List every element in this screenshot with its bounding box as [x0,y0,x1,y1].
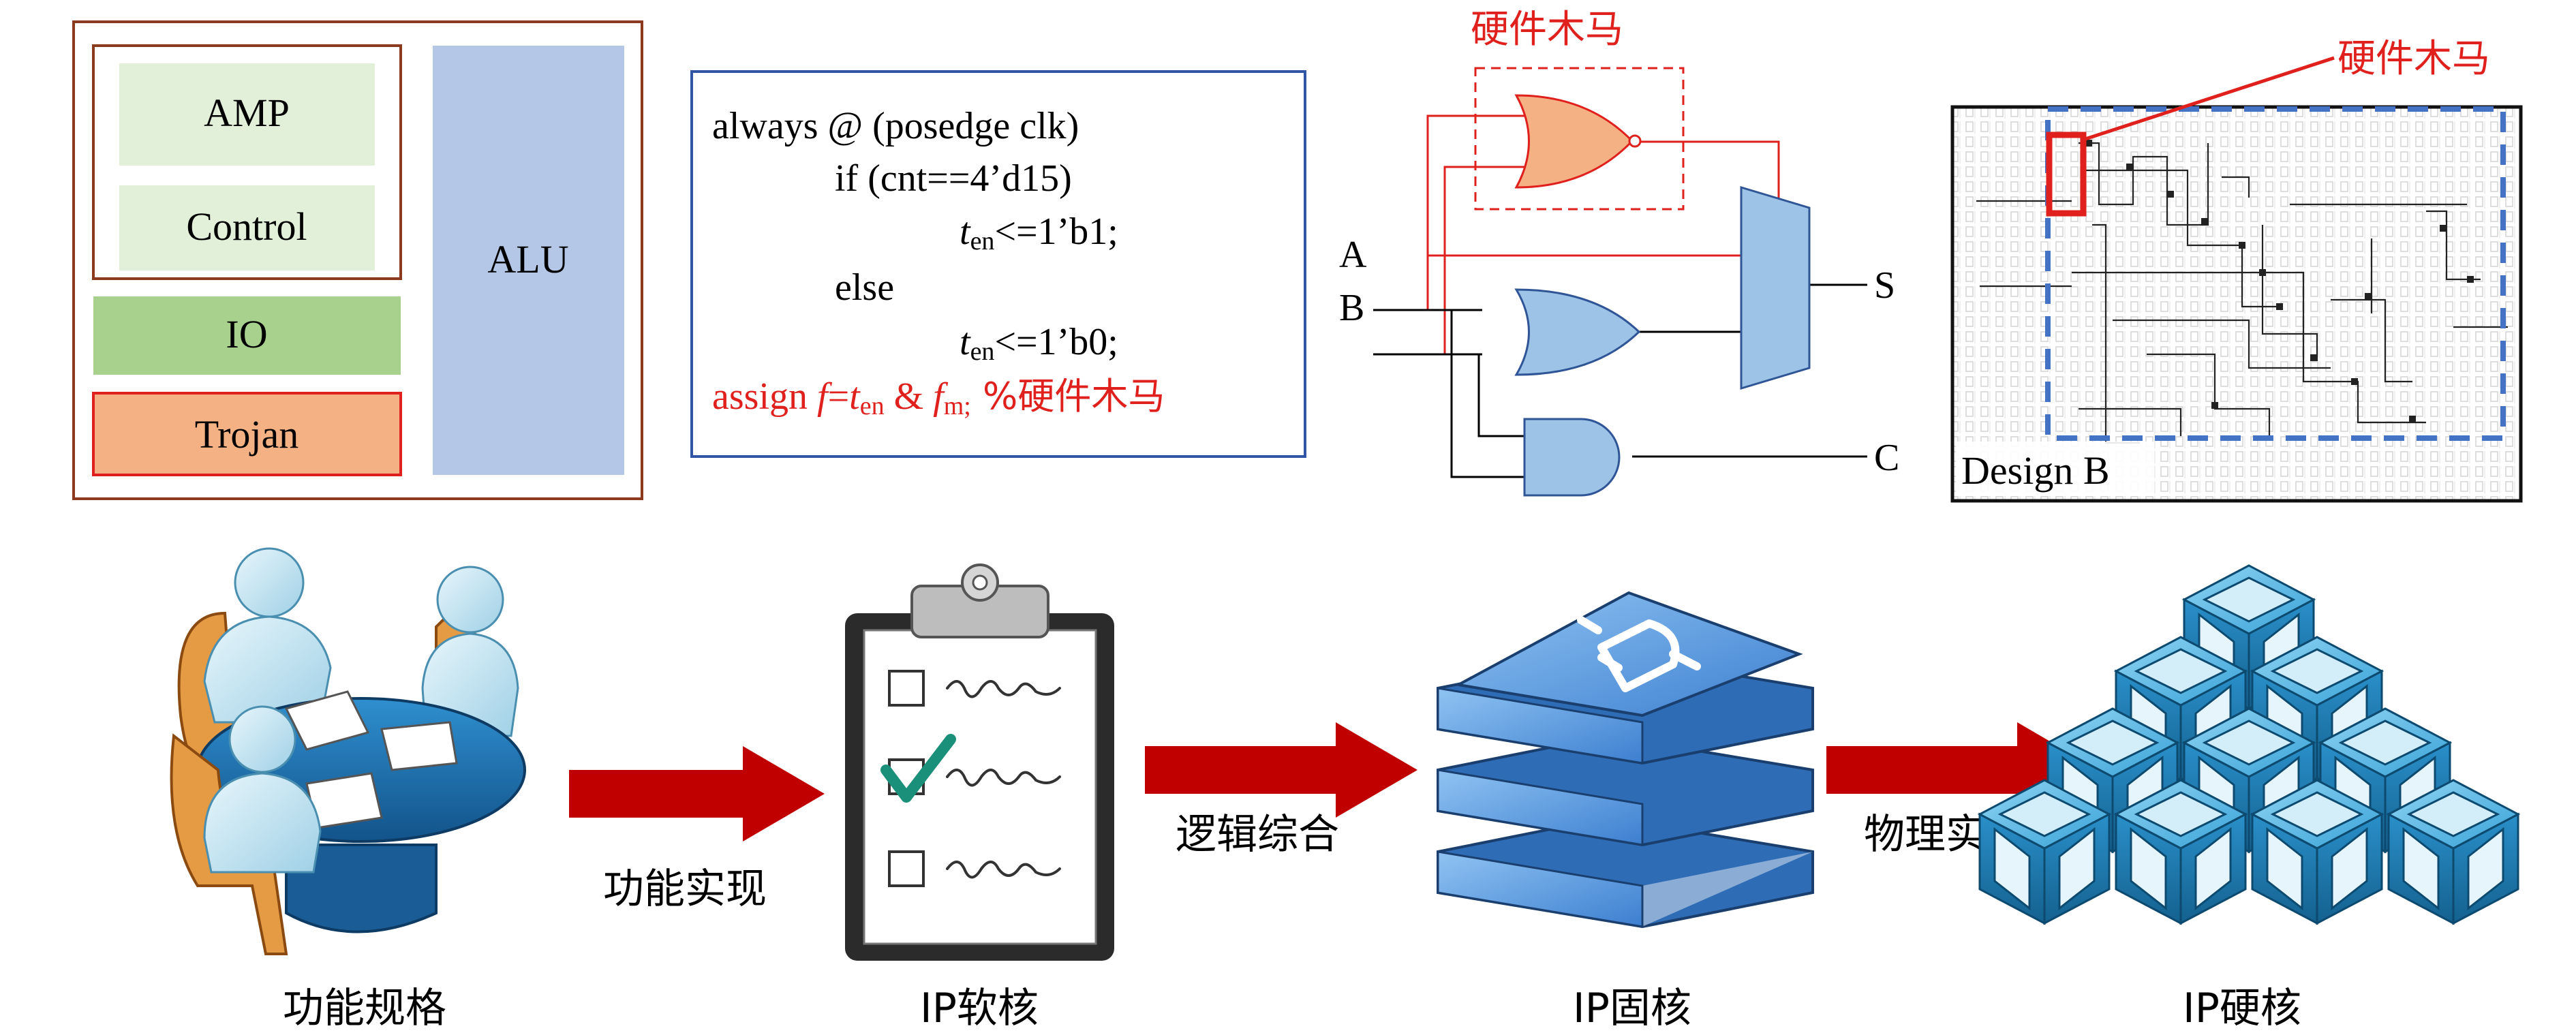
io-label: IO [226,312,267,356]
control-block [119,185,375,271]
cube-top-window [2134,648,2228,694]
amp-block [119,63,375,166]
code-frame [690,70,1306,458]
circuit-panel: 硬件木马 A B S C [1339,7,1899,497]
design-label-bg [1956,442,2153,496]
cube-top-window [2066,720,2160,766]
stage-label-firm-ip: IP固核 [1573,985,1691,1032]
cube-top-window [2338,720,2432,766]
book-stack-icon [1437,591,1814,929]
control-label: Control [186,204,307,249]
cube-left-window [2130,827,2167,911]
mux [1740,185,1811,390]
cube-right-window [2467,827,2504,911]
cube-left-window [2402,827,2440,911]
layout-trojan-label: 硬件木马 [2337,37,2490,81]
amp-label: AMP [204,91,290,135]
trojan-highlight-box [2046,132,2087,217]
step-label-synthesis: 逻辑综合 [1176,811,1339,859]
nor-bubble [1628,134,1642,148]
layout-vias [2085,140,2474,422]
cube-top-window [2134,791,2228,837]
output-s-label: S [1874,264,1895,307]
cube-stack-icon [1977,564,2521,925]
io-block [93,296,401,375]
trojan-pointer-line [2083,56,2335,142]
cube-top-window [2270,648,2364,694]
cube-6 [2113,779,2248,925]
circuit-trojan-label: 硬件木马 [1471,7,1623,52]
code-line-else: else [835,266,894,309]
flow-arrow-1 [569,746,825,841]
cube-top-window [2270,791,2364,837]
trojan-wires [1426,114,1780,354]
cube-8 [2386,779,2521,925]
flow-arrow-2 [1145,722,1417,818]
code-line-always: always @ (posedge clk) [712,105,1079,147]
floorplan-panel: AMP Control IO Trojan ALU [72,20,643,500]
trojan-dashed-box [1474,67,1685,211]
code-panel: always @ (posedge clk) if (cnt==4’d15) t… [690,70,1306,458]
code-line-trojan-assign: assign f=ten & fm; %硬件木马 [712,375,1165,420]
cube-left-window [2266,827,2303,911]
input-a-label: A [1339,234,1367,276]
code-line-ten-reset: ten<=1’b0; [960,321,1118,366]
cube-right-window [2331,827,2368,911]
and-gate [1523,418,1621,497]
trojan-block [92,392,402,476]
clipboard-checklist-icon [845,563,1114,961]
cube-top-window [2406,791,2500,837]
cube-right-window [2194,827,2232,911]
trojan-nor-gate [1514,94,1634,189]
stage-label-soft-ip: IP软核 [920,985,1039,1032]
cube-right-window [2058,827,2096,911]
step-label-function: 功能实现 [603,865,767,913]
code-line-ten-set: ten<=1’b1; [960,211,1118,256]
cube-9 [1977,779,2112,925]
cube-3 [2045,707,2180,854]
or-gate [1514,288,1641,376]
stage-label-spec: 功能规格 [283,985,446,1032]
stage-label-hard-ip: IP硬核 [2183,985,2301,1032]
output-c-label: C [1874,437,1899,479]
circuit-wires [1373,283,1867,478]
cube-7 [2250,779,2385,925]
layout-panel: 硬件木马 Design B [1950,37,2523,503]
cube-top-window [2202,576,2296,623]
input-b-label: B [1339,287,1364,329]
design-b-label: Design B [1961,448,2110,493]
cube-top-window [2202,720,2296,766]
alu-block [433,46,624,475]
code-line-if: if (cnt==4’d15) [835,157,1072,200]
cube-left-window [1993,827,2031,911]
trojan-label: Trojan [195,412,299,457]
cube-top-window [1997,791,2091,837]
meeting-icon [170,547,526,955]
alu-label: ALU [487,237,568,281]
